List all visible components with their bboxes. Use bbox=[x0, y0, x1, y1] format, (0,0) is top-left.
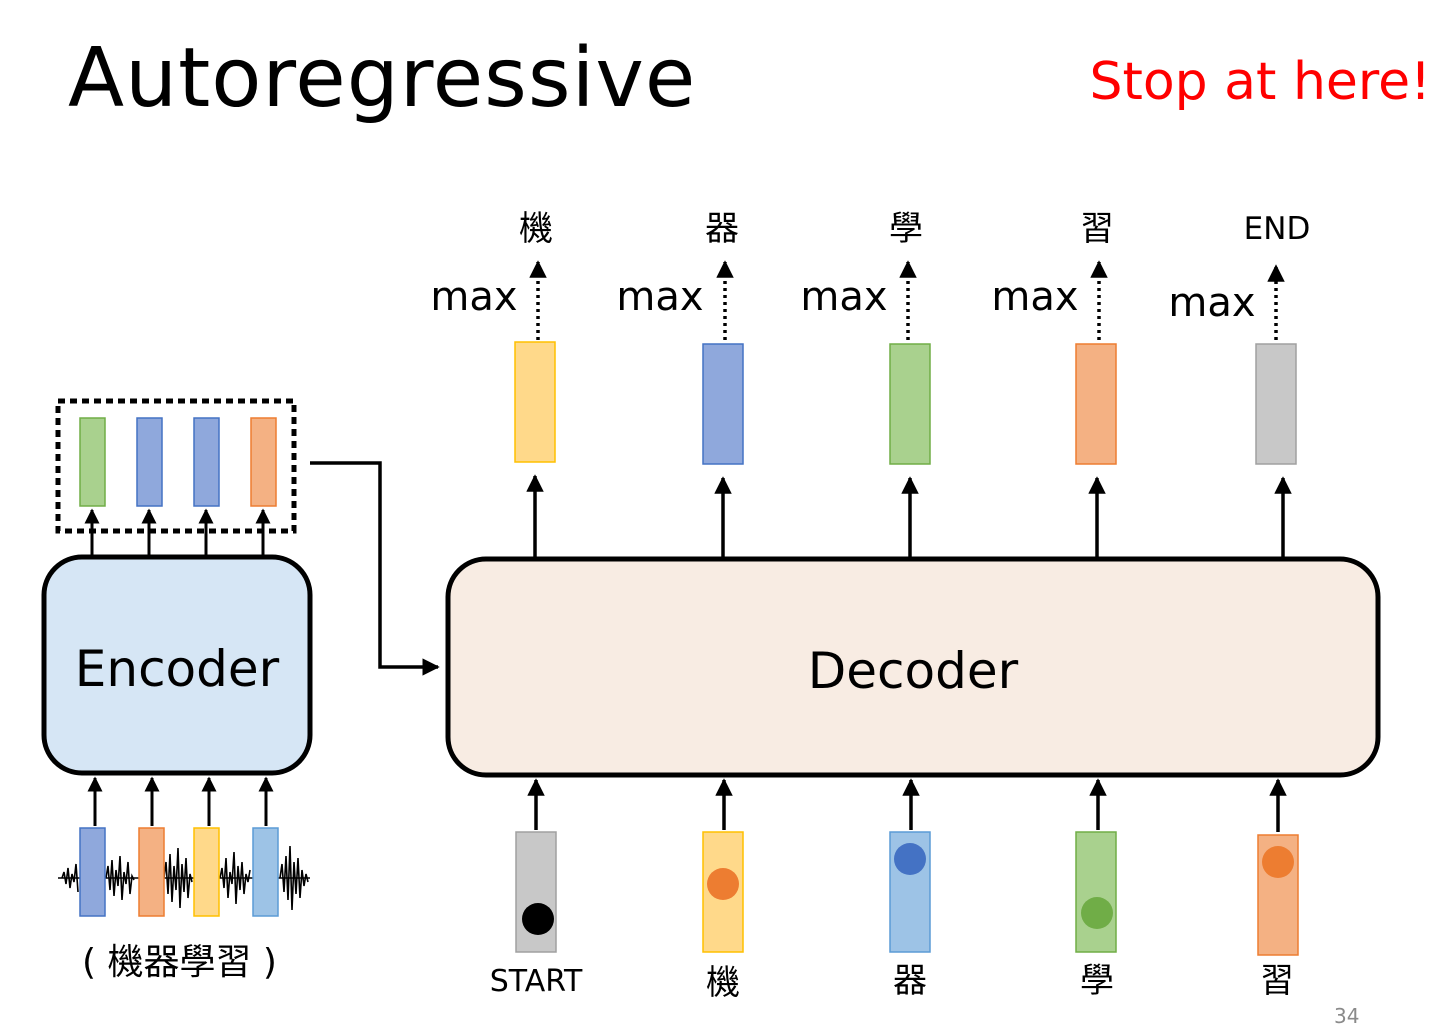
output-token: 器 bbox=[705, 209, 739, 249]
encoder-input-vector bbox=[79, 827, 106, 917]
decoder-block bbox=[445, 556, 1381, 778]
encoder-output-box bbox=[55, 398, 297, 534]
page-number: 34 bbox=[1334, 1004, 1360, 1028]
input-token: 學 bbox=[1080, 961, 1114, 1001]
token-dot bbox=[894, 843, 926, 875]
stop-note: Stop at here! bbox=[1089, 52, 1431, 112]
decoder-output-vector bbox=[514, 341, 556, 463]
max-label: max bbox=[616, 274, 704, 320]
token-dot bbox=[1262, 846, 1294, 878]
max-label: max bbox=[430, 274, 518, 320]
encoder-to-decoder-arrow bbox=[310, 461, 440, 676]
output-token: END bbox=[1243, 211, 1311, 247]
encoder-output-vector bbox=[79, 417, 106, 507]
encoder-output-vector bbox=[250, 417, 277, 507]
output-token: 學 bbox=[889, 209, 923, 249]
output-token: 習 bbox=[1080, 209, 1114, 249]
encoder-input-vector bbox=[138, 827, 165, 917]
decoder-output-vector bbox=[702, 343, 744, 465]
token-dot bbox=[707, 868, 739, 900]
output-token: 機 bbox=[519, 209, 553, 249]
max-label: max bbox=[991, 274, 1079, 320]
decoder-input-vector bbox=[1075, 831, 1117, 953]
input-token: START bbox=[489, 964, 583, 999]
input-token: 器 bbox=[893, 961, 927, 1001]
encoder-block bbox=[41, 554, 313, 776]
encoder-input-vector bbox=[252, 827, 279, 917]
decoder-output-vector bbox=[1255, 343, 1297, 465]
token-dot bbox=[1081, 897, 1113, 929]
input-token: 習 bbox=[1260, 961, 1294, 1001]
decoder-output-vector bbox=[1075, 343, 1117, 465]
max-label: max bbox=[800, 274, 888, 320]
encoder-output-vector bbox=[136, 417, 163, 507]
max-label: max bbox=[1168, 280, 1256, 326]
slide-title: Autoregressive bbox=[68, 31, 697, 126]
encoder-input-label: ( 機器學習 ) bbox=[82, 942, 277, 983]
encoder-label: Encoder bbox=[74, 640, 280, 698]
decoder-output-vector bbox=[889, 343, 931, 465]
encoder-output-vector bbox=[193, 417, 220, 507]
token-dot bbox=[522, 903, 554, 935]
input-token: 機 bbox=[706, 963, 740, 1003]
decoder-label: Decoder bbox=[807, 642, 1019, 700]
encoder-input-vector bbox=[193, 827, 220, 917]
